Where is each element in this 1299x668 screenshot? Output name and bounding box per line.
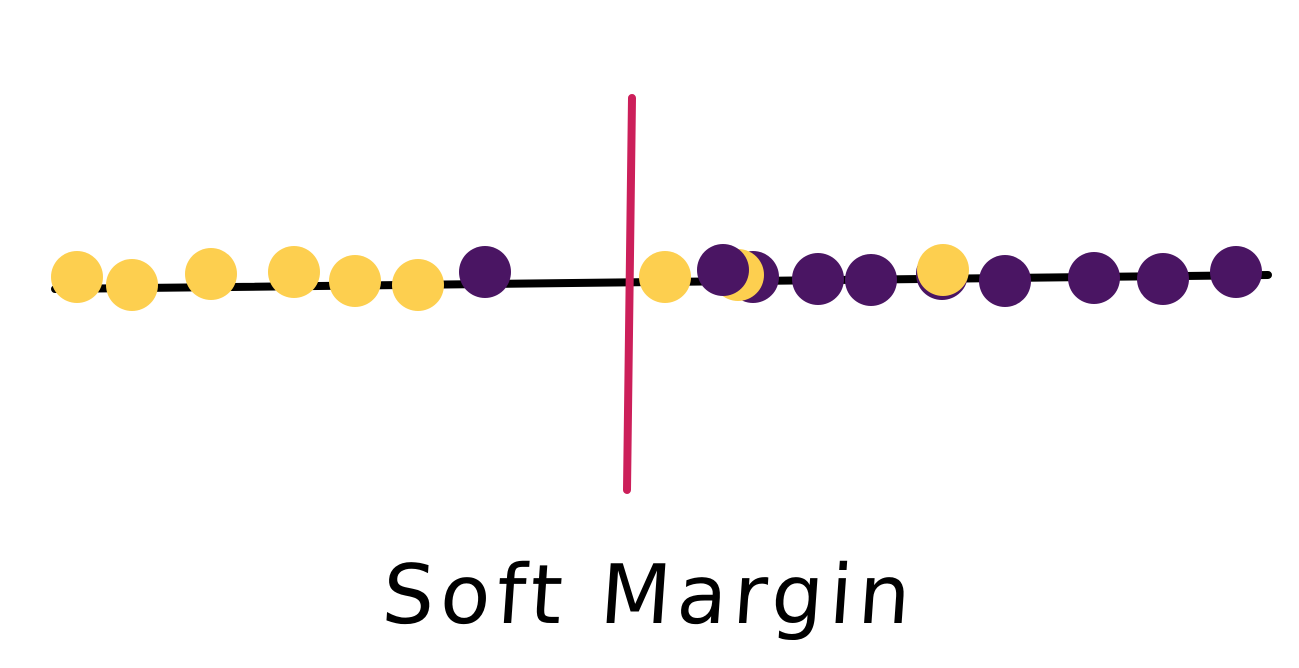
data-point-yellow	[185, 248, 237, 300]
caption: Soft Margin	[379, 548, 920, 643]
data-point-yellow	[268, 246, 320, 298]
data-point-yellow	[106, 259, 158, 311]
data-point-purple	[979, 255, 1031, 307]
data-point-yellow	[639, 251, 691, 303]
data-point-purple	[697, 244, 749, 296]
data-point-yellow	[917, 244, 969, 296]
data-point-purple	[459, 246, 511, 298]
data-point-purple	[845, 254, 897, 306]
data-points	[51, 244, 1262, 311]
data-point-purple	[1068, 252, 1120, 304]
data-point-purple	[792, 253, 844, 305]
data-point-yellow	[329, 255, 381, 307]
data-point-yellow	[51, 251, 103, 303]
data-point-purple	[1137, 253, 1189, 305]
data-point-yellow	[392, 259, 444, 311]
decision-boundary-line	[623, 94, 636, 494]
data-point-purple	[1210, 246, 1262, 298]
